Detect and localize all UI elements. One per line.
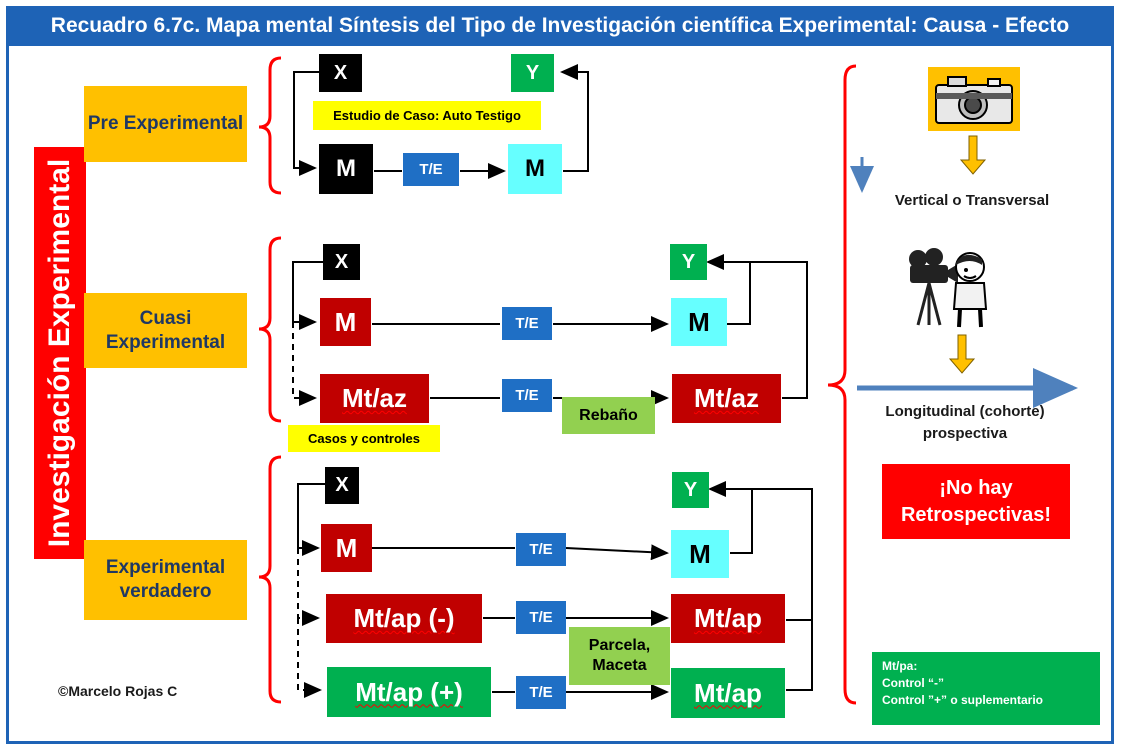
verdadero-treatment-1: T/E [516, 533, 566, 566]
verdadero-treatment-2: T/E [516, 601, 566, 634]
mt-legend-title: Mt/pa: [882, 659, 918, 673]
mt-legend-control-positive: Control ”+” o suplementario [882, 693, 1044, 707]
no-retrospective-callout: ¡No hay Retrospectivas! [882, 464, 1070, 539]
verdadero-m-input: M [321, 524, 372, 572]
cuasi-m-input: M [320, 298, 371, 346]
verdadero-mt-negative-input-text: Mt/ap (-) [353, 603, 455, 633]
cuasi-x-box: X [323, 244, 360, 280]
verdadero-plot-label: Parcela, Maceta [569, 627, 670, 685]
pre-experimental-label: Pre Experimental [84, 86, 247, 162]
pre-m-output: M [508, 144, 562, 194]
diagram-title: Recuadro 6.7c. Mapa mental Síntesis del … [6, 6, 1114, 46]
cuasi-herd-label: Rebaño [562, 397, 655, 434]
cuasi-experimental-label: Cuasi Experimental [84, 293, 247, 368]
verdadero-mt-positive-input: Mt/ap (+) [327, 667, 491, 717]
main-category-text: Investigación Experimental [43, 158, 76, 548]
verdadero-mt-positive-output-text: Mt/ap [694, 677, 762, 708]
cuasi-treatment-1: T/E [502, 307, 552, 340]
verdadero-treatment-3: T/E [516, 676, 566, 709]
pre-treatment: T/E [403, 153, 459, 186]
cuasi-cases-note: Casos y controles [288, 425, 440, 452]
verdadero-mt-negative-input: Mt/ap (-) [326, 594, 482, 643]
verdadero-mt-positive-output: Mt/ap [671, 668, 785, 718]
cuasi-mt-output: Mt/az [672, 374, 781, 423]
pre-m-input: M [319, 144, 373, 194]
verdadero-mt-positive-input-text: Mt/ap (+) [355, 676, 463, 707]
mt-legend: Mt/pa: Control “-” Control ”+” o supleme… [872, 652, 1100, 725]
verdadero-x-box: X [325, 467, 359, 504]
vertical-label: Vertical o Transversal [894, 192, 1050, 209]
cuasi-m-output: M [671, 298, 727, 346]
mt-legend-control-negative: Control “-” [882, 676, 944, 690]
verdadero-m-output: M [671, 530, 729, 578]
pre-note: Estudio de Caso: Auto Testigo [313, 101, 541, 130]
verdadero-mt-negative-output: Mt/ap [671, 594, 785, 643]
pre-y-box: Y [511, 54, 554, 92]
cuasi-treatment-2: T/E [502, 379, 552, 412]
longitudinal-label: Longitudinal (cohorte) prospectiva [885, 403, 1045, 442]
verdadero-y-box: Y [672, 472, 709, 508]
experimental-verdadero-label: Experimental verdadero [84, 540, 247, 620]
cuasi-mt-input-text: Mt/az [342, 383, 407, 413]
main-category-label: Investigación Experimental [34, 147, 86, 559]
cuasi-mt-input: Mt/az [320, 374, 429, 423]
pre-x-box: X [319, 54, 362, 92]
verdadero-mt-negative-output-text: Mt/ap [694, 603, 762, 633]
camera-icon [928, 67, 1020, 131]
cuasi-y-box: Y [670, 244, 707, 280]
copyright-text: ©Marcelo Rojas C [58, 683, 178, 699]
film-director-icon [904, 243, 994, 328]
cuasi-mt-output-text: Mt/az [694, 383, 759, 413]
